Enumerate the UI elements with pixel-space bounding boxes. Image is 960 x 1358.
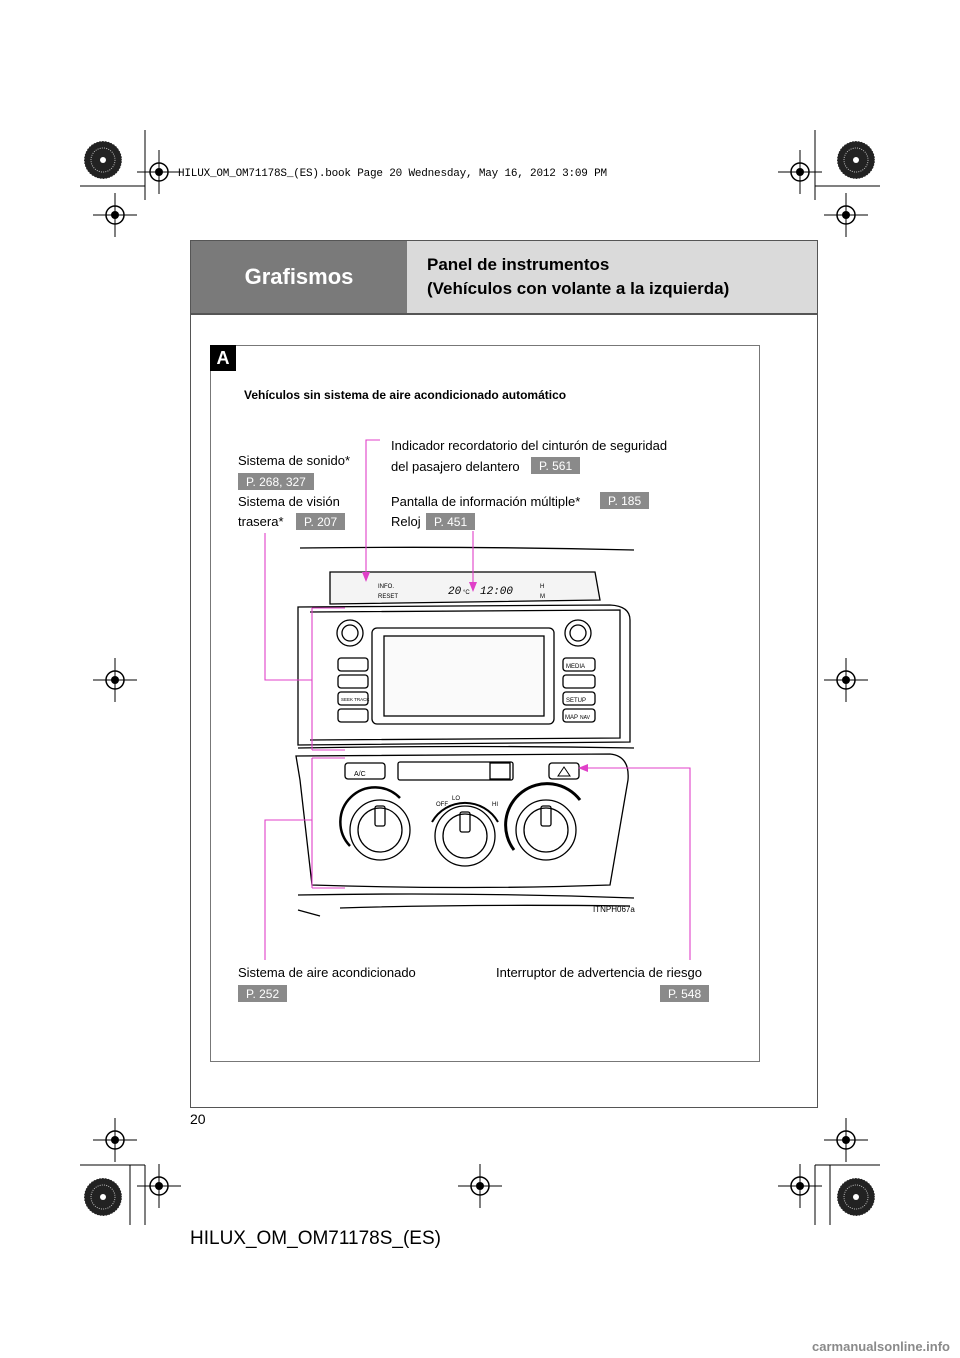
- seatbelt-page-ref[interactable]: P. 561: [531, 457, 581, 474]
- figure-subtitle: Vehículos sin sistema de aire acondicion…: [244, 388, 567, 402]
- page-number: 20: [190, 1111, 206, 1127]
- hazard-switch-page-ref[interactable]: P. 548: [660, 985, 710, 1002]
- figure-box: [210, 345, 760, 1062]
- svg-text:LO: LO: [452, 796, 460, 802]
- rear-view-label-line1: Sistema de visión: [238, 494, 340, 509]
- svg-text:°C: °C: [463, 590, 470, 596]
- svg-text:INFO.: INFO.: [378, 584, 394, 590]
- document-footer: HILUX_OM_OM71178S_(ES): [190, 1228, 441, 1249]
- svg-text:RESET: RESET: [378, 594, 398, 600]
- multi-info-page-ref[interactable]: P. 185: [600, 492, 650, 509]
- callout-leaders: [264, 439, 691, 960]
- svg-text:SEEK TRACK: SEEK TRACK: [341, 697, 369, 702]
- figure-badge: A: [210, 345, 236, 371]
- svg-text:MAP: MAP: [565, 715, 578, 721]
- section-title: Grafismos: [191, 241, 407, 313]
- air-conditioning-page-ref[interactable]: P. 252: [238, 985, 288, 1002]
- svg-text:SETUP: SETUP: [566, 698, 586, 704]
- clock-page-ref[interactable]: P. 451: [426, 513, 476, 530]
- header-divider: [191, 313, 817, 315]
- rear-view-page-ref[interactable]: P. 207: [296, 513, 346, 530]
- seatbelt-label-line1: Indicador recordatorio del cinturón de s…: [391, 438, 668, 453]
- sound-system-label: Sistema de sonido*: [238, 453, 351, 468]
- header-band: [407, 241, 817, 313]
- svg-text:MEDIA: MEDIA: [566, 664, 585, 670]
- svg-text:M: M: [540, 594, 545, 600]
- clock-label: Reloj: [391, 514, 421, 529]
- rear-view-label-line2: trasera*: [238, 514, 284, 529]
- page-title-line2: (Vehículos con volante a la izquierda): [427, 279, 730, 298]
- seatbelt-label-line2: del pasajero delantero: [391, 459, 520, 474]
- svg-text:H: H: [540, 584, 544, 590]
- svg-text:OFF: OFF: [436, 802, 448, 808]
- ac-button-label: A/C: [354, 771, 366, 778]
- multi-info-label: Pantalla de información múltiple*: [391, 494, 581, 509]
- air-conditioning-label: Sistema de aire acondicionado: [238, 965, 416, 980]
- svg-text:12:00: 12:00: [480, 586, 513, 598]
- book-file-line: HILUX_OM_OM71178S_(ES).book Page 20 Wedn…: [178, 168, 607, 180]
- sound-system-page-ref[interactable]: P. 268, 327: [238, 473, 314, 490]
- watermark: carmanualsonline.info: [812, 1339, 950, 1354]
- svg-text:20: 20: [448, 586, 462, 598]
- svg-text:HI: HI: [492, 802, 498, 808]
- page-frame: [190, 240, 818, 1108]
- svg-text:NAV: NAV: [580, 715, 591, 721]
- page-title-line1: Panel de instrumentos: [427, 255, 610, 274]
- hazard-switch-label: Interruptor de advertencia de riesgo: [496, 965, 702, 980]
- image-code: ITNPH067a: [593, 905, 635, 914]
